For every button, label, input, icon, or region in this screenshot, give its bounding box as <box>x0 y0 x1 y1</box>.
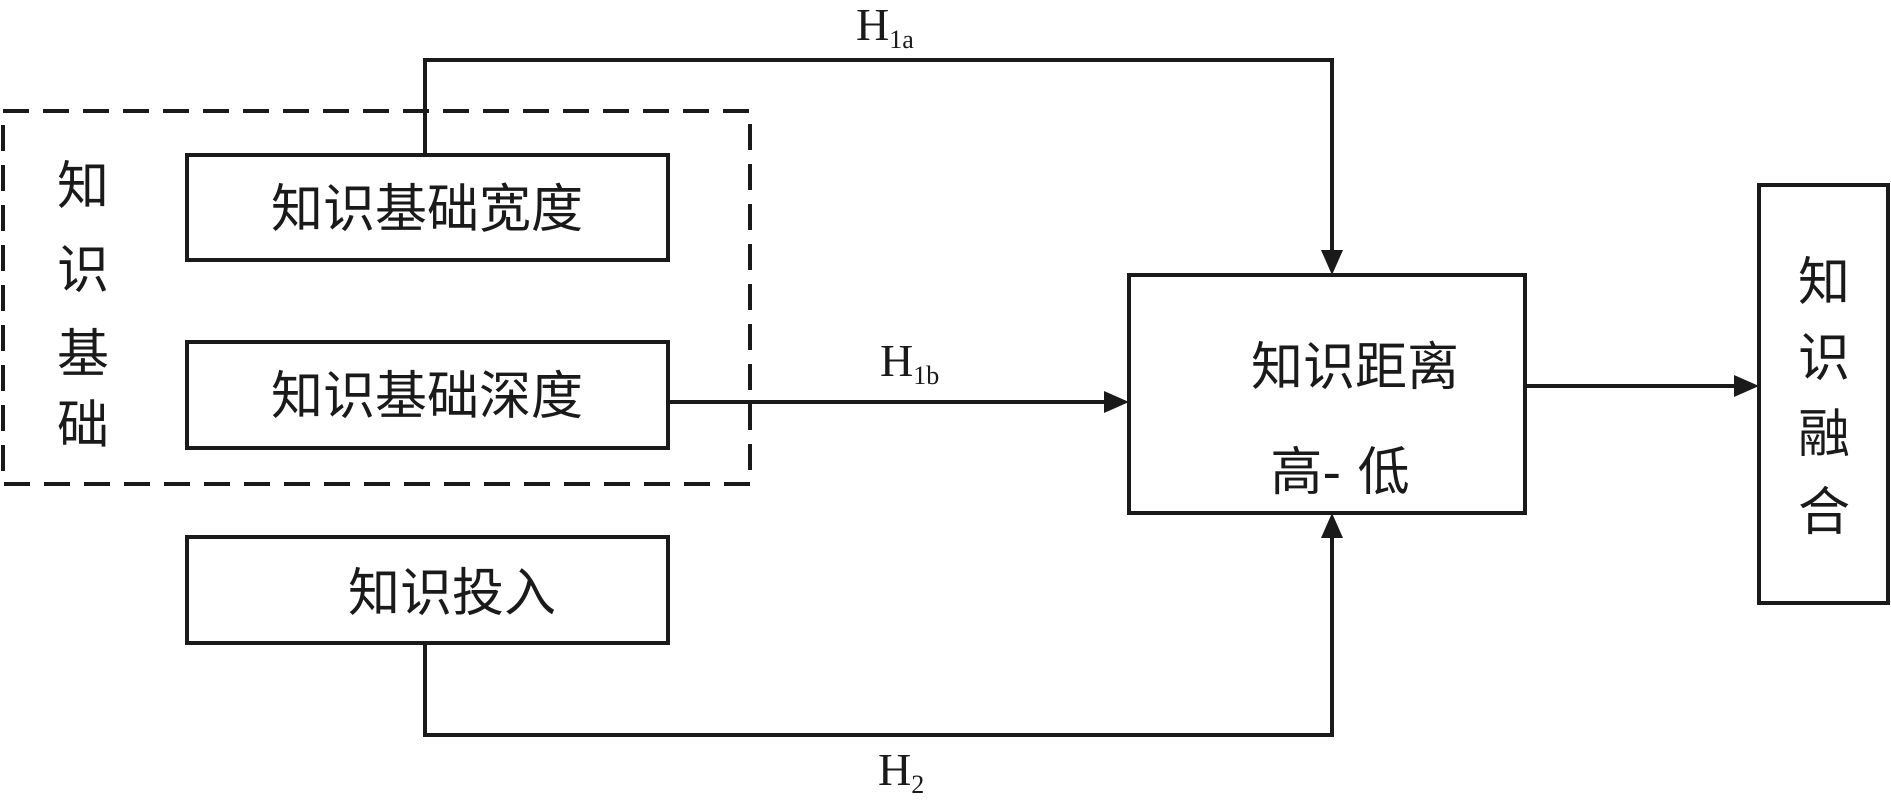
node-box <box>1757 183 1890 605</box>
node-label-line1: 知识距离 <box>1251 338 1459 398</box>
group-label-char: 识 <box>57 241 109 301</box>
node-label: 知识投入 <box>348 564 556 624</box>
group-label-char: 知 <box>57 157 109 217</box>
node-label-char: 合 <box>1798 483 1850 543</box>
edge-line <box>423 538 1334 737</box>
edge-line <box>423 58 1334 250</box>
node-box <box>185 153 670 262</box>
node-box <box>185 535 670 645</box>
node-knowledge-depth: 知识基础深度 <box>185 340 670 450</box>
node-label-char: 识 <box>1798 329 1850 389</box>
edge-h1b <box>668 391 1129 413</box>
group-label-char: 础 <box>57 396 109 456</box>
node-label-line2: 高- 低 <box>1270 443 1409 503</box>
node-box <box>185 340 670 450</box>
node-label-char: 知 <box>1798 253 1850 313</box>
arrow-head <box>1321 250 1343 275</box>
arrow-head <box>1321 513 1343 538</box>
edge-h2 <box>423 513 1343 737</box>
hypothesis-label-h2: H2 <box>878 744 924 799</box>
node-label: 知识基础宽度 <box>271 180 583 240</box>
node-knowledge-fusion: 知 识 融 合 <box>1757 183 1890 605</box>
node-label-char: 融 <box>1798 405 1850 465</box>
node-label: 知识基础深度 <box>271 367 583 427</box>
edge-h1a <box>423 58 1343 275</box>
node-knowledge-distance: 知识距离 高- 低 <box>1127 273 1527 515</box>
edge-distance-to-fusion <box>1525 375 1759 397</box>
node-knowledge-input: 知识投入 <box>185 535 670 645</box>
knowledge-base-group-label: 知 识 基 础 <box>57 157 109 456</box>
node-box <box>1127 273 1527 515</box>
arrow-head <box>1104 391 1129 413</box>
hypothesis-label-h1b: H1b <box>880 335 939 390</box>
node-knowledge-breadth: 知识基础宽度 <box>185 153 670 262</box>
hypothesis-label-h1a: H1a <box>856 0 914 54</box>
group-label-char: 基 <box>57 325 109 385</box>
knowledge-base-group <box>1 109 752 486</box>
arrow-head <box>1734 375 1759 397</box>
